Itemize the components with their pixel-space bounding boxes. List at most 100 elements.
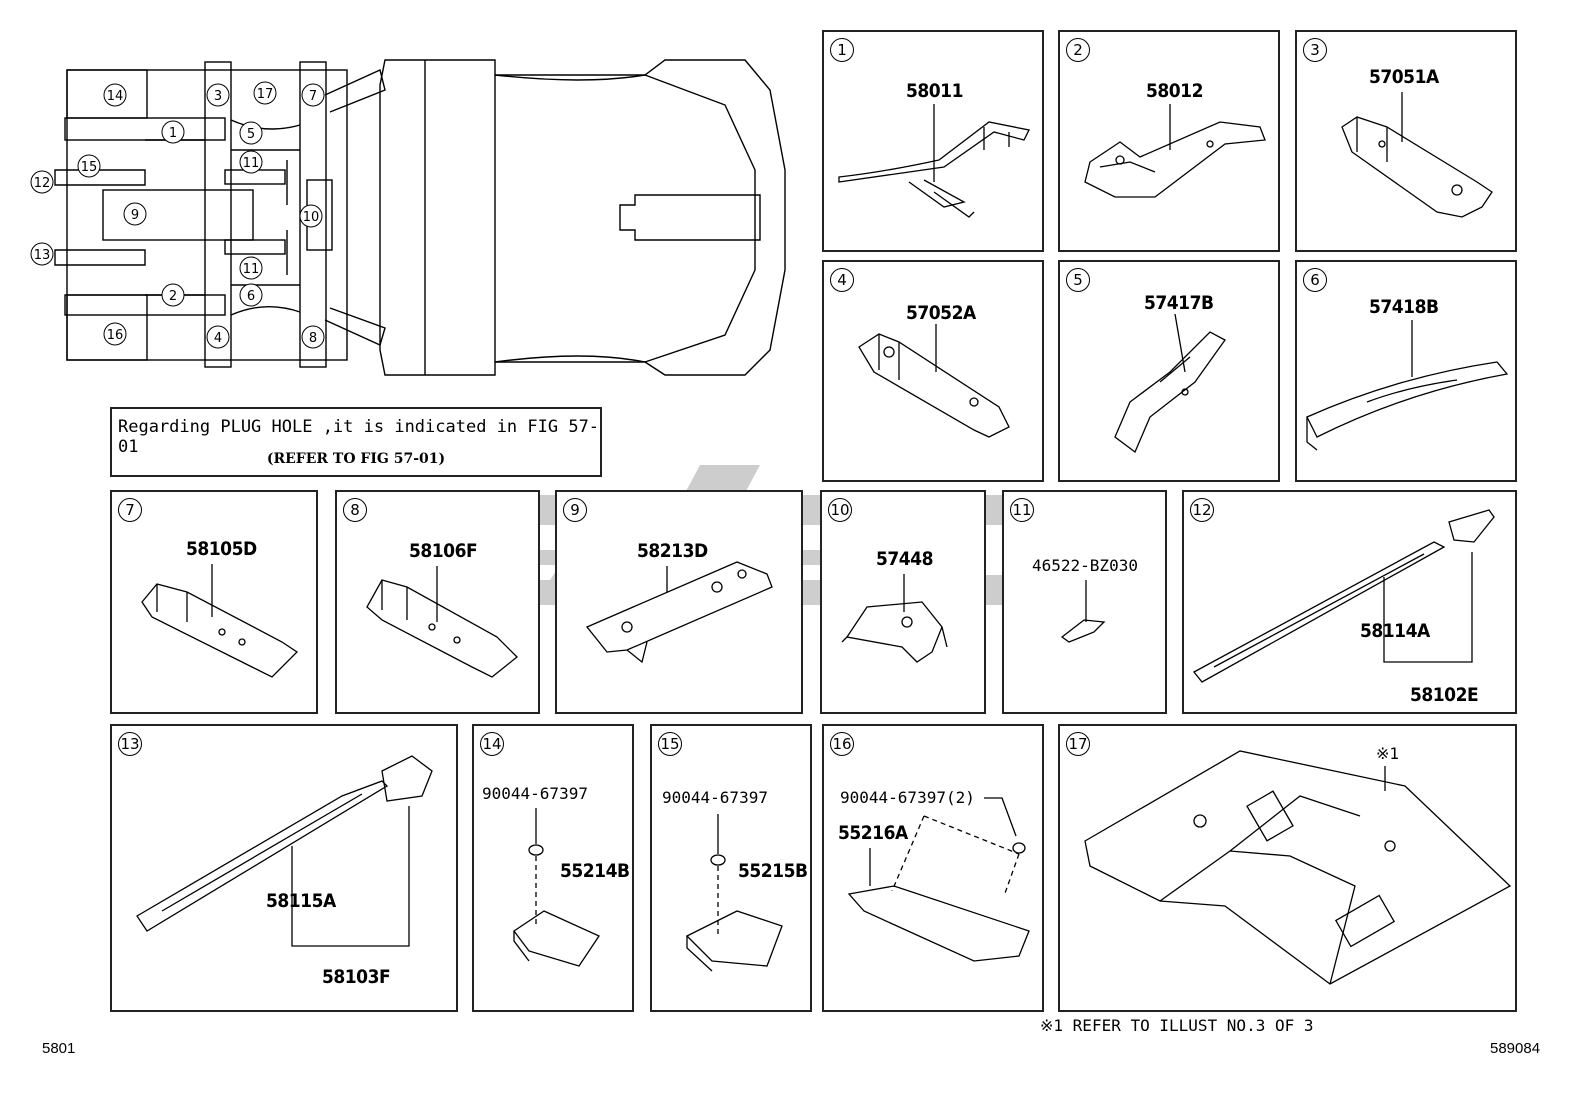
- panel-9[interactable]: 9 58213D: [555, 490, 803, 714]
- panel-number: 6: [1303, 268, 1327, 292]
- part-number: 58102E: [1410, 684, 1479, 706]
- part-number: 58106F: [409, 540, 478, 562]
- panel-16[interactable]: 16 90044-67397(2) 55216A: [822, 724, 1044, 1012]
- part-drawing: [685, 814, 783, 972]
- panel-number: 9: [563, 498, 587, 522]
- svg-text:2: 2: [169, 289, 177, 304]
- svg-text:15: 15: [81, 160, 98, 175]
- part-drawing: [838, 104, 1030, 218]
- overview-label-1: 1: [161, 120, 185, 144]
- part-drawing: [1341, 92, 1493, 218]
- overview-label-16: 16: [103, 322, 127, 346]
- svg-text:3: 3: [214, 89, 222, 104]
- part-drawing: [858, 324, 1010, 438]
- svg-text:8: 8: [309, 331, 317, 346]
- overview-label-9: 9: [123, 202, 147, 226]
- panel-5[interactable]: 5 57417B: [1058, 260, 1280, 482]
- part-drawing: [513, 808, 600, 967]
- svg-text:7: 7: [309, 89, 317, 104]
- part-drawing: [1084, 750, 1512, 985]
- note-text: Regarding PLUG HOLE ,it is indicated in …: [118, 417, 600, 457]
- note-reference: (REFER TO FIG 57-01): [266, 451, 446, 467]
- overview-label-11-top: 11: [239, 150, 263, 174]
- part-drawing: [1060, 580, 1106, 643]
- panel-14[interactable]: 14 90044-67397 55214B: [472, 724, 634, 1012]
- part-number: 57418B: [1369, 296, 1439, 318]
- svg-text:9: 9: [131, 208, 139, 223]
- part-number: 55214B: [560, 860, 630, 882]
- overview-label-17: 17: [253, 81, 277, 105]
- overview-label-5: 5: [239, 121, 263, 145]
- part-drawing: [847, 797, 1030, 962]
- page-code-right: 589084: [1490, 1040, 1541, 1057]
- panel-number: 10: [828, 498, 852, 522]
- panel-number: 1: [830, 38, 854, 62]
- svg-text:16: 16: [107, 328, 124, 343]
- page-code-left: 5801: [42, 1040, 76, 1057]
- overview-label-15: 15: [77, 154, 101, 178]
- plug-hole-note: Regarding PLUG HOLE ,it is indicated in …: [110, 407, 602, 477]
- part-drawing: [141, 564, 299, 678]
- panel-number: 13: [118, 732, 142, 756]
- part-drawing: [1114, 313, 1226, 454]
- panel-12[interactable]: 12 58114A 58102E: [1182, 490, 1517, 714]
- reference-mark: ※1: [1376, 744, 1400, 763]
- part-number: 57051A: [1369, 66, 1439, 88]
- part-number: 55215B: [738, 860, 808, 882]
- panel-number: 8: [343, 498, 367, 522]
- part-number: 57448: [876, 548, 933, 570]
- panel-7[interactable]: 7 58105D: [110, 490, 318, 714]
- overview-label-3: 3: [206, 83, 230, 107]
- part-drawing: [841, 574, 948, 663]
- part-drawing: [366, 566, 518, 678]
- overview-label-2: 2: [161, 283, 185, 307]
- panel-2[interactable]: 2 58012: [1058, 30, 1280, 252]
- panel-3[interactable]: 3 57051A: [1295, 30, 1517, 252]
- svg-text:13: 13: [34, 248, 51, 263]
- part-number: 58105D: [186, 538, 257, 560]
- panel-number: 5: [1066, 268, 1090, 292]
- overview-label-8: 8: [301, 325, 325, 349]
- part-number: 90044-67397: [482, 784, 588, 803]
- panel-6[interactable]: 6 57418B: [1295, 260, 1517, 482]
- overview-label-11-bottom: 11: [239, 256, 263, 280]
- svg-text:11: 11: [243, 156, 260, 171]
- panel-number: 17: [1066, 732, 1090, 756]
- svg-text:5: 5: [247, 127, 255, 142]
- panel-number: 14: [480, 732, 504, 756]
- part-number: 57052A: [906, 302, 976, 324]
- svg-text:11: 11: [243, 262, 260, 277]
- svg-text:6: 6: [247, 289, 255, 304]
- panel-number: 11: [1010, 498, 1034, 522]
- part-number: 57417B: [1144, 292, 1214, 314]
- panel-17[interactable]: 17 ※1: [1058, 724, 1517, 1012]
- part-drawing: [585, 561, 773, 664]
- panel-13[interactable]: 13 58115A 58103F: [110, 724, 458, 1012]
- overview-label-13: 13: [30, 242, 54, 266]
- part-number: 58011: [906, 80, 963, 102]
- panel-8[interactable]: 8 58106F: [335, 490, 540, 714]
- part-number: 90044-67397(2): [840, 788, 975, 807]
- part-number: 90044-67397: [662, 788, 768, 807]
- panel-4[interactable]: 4 57052A: [822, 260, 1044, 482]
- part-drawing: [1084, 104, 1266, 198]
- chassis-overview-diagram: 14 3 17 7 1 5 15 11 12 9 10 13 11 2 6 16…: [30, 59, 786, 376]
- panel-15[interactable]: 15 90044-67397 55215B: [650, 724, 812, 1012]
- svg-text:10: 10: [303, 210, 320, 225]
- overview-label-6: 6: [239, 283, 263, 307]
- panel-1[interactable]: 1 58011: [822, 30, 1044, 252]
- part-number: 58213D: [637, 540, 708, 562]
- part-drawing: [1193, 509, 1495, 683]
- overview-label-7: 7: [301, 83, 325, 107]
- footnote: ※1 REFER TO ILLUST NO.3 OF 3: [1040, 1016, 1314, 1035]
- panel-11[interactable]: 11 46522-BZ030: [1002, 490, 1167, 714]
- panel-number: 16: [830, 732, 854, 756]
- part-number: 58115A: [266, 890, 336, 912]
- part-drawing: [1306, 320, 1509, 451]
- part-number: 58114A: [1360, 620, 1430, 642]
- part-drawing: [136, 755, 433, 947]
- panel-number: 3: [1303, 38, 1327, 62]
- part-number: 55216A: [838, 822, 908, 844]
- panel-10[interactable]: 10 57448: [820, 490, 986, 714]
- panel-number: 4: [830, 268, 854, 292]
